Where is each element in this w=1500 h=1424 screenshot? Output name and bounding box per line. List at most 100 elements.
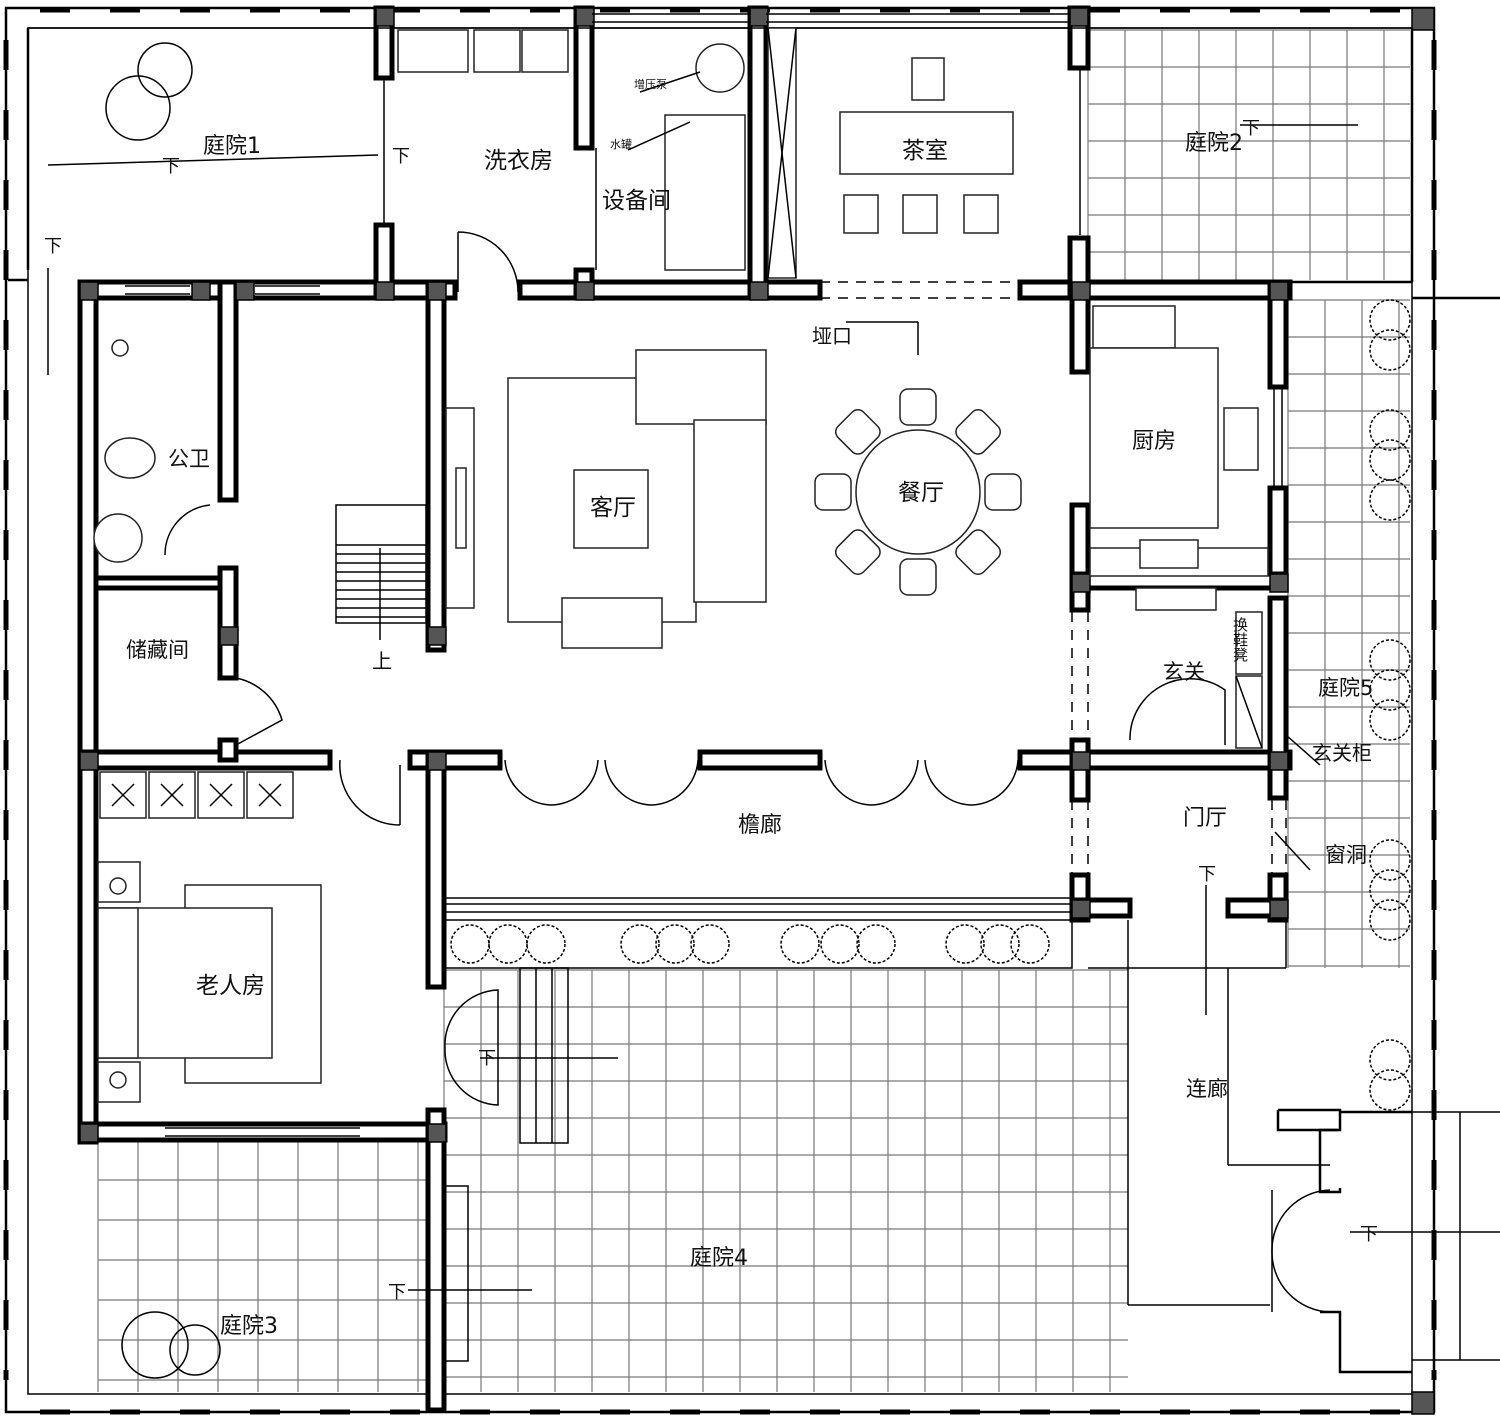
label-equipment: 设备间 (602, 188, 671, 214)
dining-chairs (814, 388, 1022, 596)
label-step-opening: 垭口 (812, 324, 852, 348)
label-foyer: 玄关 (1163, 660, 1205, 684)
shrub (450, 924, 490, 964)
label-dining-room: 餐厅 (898, 480, 944, 506)
step-down-label: 下 (1198, 864, 1216, 885)
columns (79, 7, 1289, 1143)
label-entrance-hall: 门厅 (1183, 806, 1227, 831)
label-kitchen: 厨房 (1132, 429, 1176, 454)
cabinet-cross (209, 783, 233, 807)
trees (105, 42, 221, 1379)
column (235, 281, 255, 301)
shrub (1369, 299, 1411, 341)
label-living-room: 客厅 (590, 495, 636, 521)
label-courtyard4: 庭院4 (690, 1246, 748, 1271)
column (749, 281, 769, 301)
column (427, 1123, 447, 1143)
shrub (945, 924, 985, 964)
column (1071, 899, 1091, 919)
column (575, 7, 595, 27)
column (375, 281, 395, 301)
label-courtyard3: 庭院3 (220, 1314, 278, 1339)
shrub (1369, 699, 1411, 741)
label-stair-up: 上 (372, 649, 392, 673)
dining-chair (955, 529, 1001, 575)
dining-chair (899, 388, 937, 426)
column (1269, 751, 1289, 771)
shrub (1369, 639, 1411, 681)
column (1071, 573, 1091, 593)
step-down-labels: 下 下 下 下 下 下 下 下 (44, 118, 1378, 1303)
shrub (1369, 839, 1411, 881)
label-connecting-corridor: 连廊 (1186, 1077, 1228, 1101)
stair-outline (335, 504, 427, 624)
shrub (1369, 479, 1411, 521)
column (427, 751, 447, 771)
cabinet-cross (258, 783, 282, 807)
cabinet-cross (160, 783, 184, 807)
column (575, 281, 595, 301)
column (749, 7, 769, 27)
step-down-label: 下 (478, 1048, 496, 1069)
column (1269, 899, 1289, 919)
step-down-label: 下 (1360, 1224, 1378, 1245)
step-down-label: 下 (44, 236, 62, 257)
label-pressure-pump: 增压泵 (634, 77, 667, 91)
label-courtyard1: 庭院1 (203, 134, 261, 159)
label-laundry: 洗衣房 (484, 148, 553, 174)
paving-grid-courtyard3 (97, 1139, 428, 1392)
label-courtyard2: 庭院2 (1185, 131, 1243, 156)
shrub (488, 924, 528, 964)
column (79, 281, 99, 301)
step-down-label: 下 (388, 1282, 406, 1303)
column (427, 281, 447, 301)
column (1071, 281, 1091, 301)
room-labels: 庭院1 洗衣房 设备间 增压泵 水罐 茶室 庭院2 垭口 公卫 客厅 餐厅 厨房… (126, 77, 1373, 1339)
label-shoe-bench: 换鞋凳 (1231, 617, 1249, 663)
shrub (655, 924, 695, 964)
column (1269, 573, 1289, 593)
column (375, 7, 395, 27)
label-tea-room: 茶室 (902, 138, 948, 164)
shrub (690, 924, 730, 964)
paving-grid-courtyard2 (1087, 29, 1410, 280)
step-down-label: 下 (392, 146, 410, 167)
storage-cabinets (99, 771, 294, 819)
label-window-opening: 窗洞 (1325, 843, 1367, 867)
column (79, 751, 99, 771)
shrub (1369, 1069, 1411, 1111)
doors (164, 70, 1331, 1313)
shrub (1369, 669, 1411, 711)
label-foyer-cabinet: 玄关柜 (1312, 741, 1372, 765)
label-courtyard5: 庭院5 (1318, 676, 1373, 700)
windows (125, 13, 1283, 1137)
column (1269, 281, 1289, 301)
shrub (780, 924, 820, 964)
column (191, 281, 211, 301)
shrub (1369, 329, 1411, 371)
shrub (526, 924, 566, 964)
label-public-wc: 公卫 (168, 447, 210, 471)
shrub (1369, 1039, 1411, 1081)
shrub (1010, 924, 1050, 964)
interior-walls (8, 5, 1500, 1413)
shrub (1369, 409, 1411, 451)
paving-grid-courtyard5 (1287, 299, 1410, 968)
dining-chair (955, 409, 1001, 455)
step-down-label: 下 (162, 156, 180, 177)
shrubs (450, 299, 1411, 1111)
shrub (856, 924, 896, 964)
label-storage: 储藏间 (126, 638, 189, 662)
shrub (980, 924, 1020, 964)
column (1069, 7, 1089, 27)
dining-chair (835, 409, 881, 455)
dining-chair (835, 529, 881, 575)
dining-chair (814, 473, 852, 511)
shrub (820, 924, 860, 964)
dining-chair (984, 473, 1022, 511)
shrub (1369, 899, 1411, 941)
label-elder-room: 老人房 (196, 973, 265, 999)
step-down-label: 下 (1242, 118, 1260, 139)
shrub (620, 924, 660, 964)
